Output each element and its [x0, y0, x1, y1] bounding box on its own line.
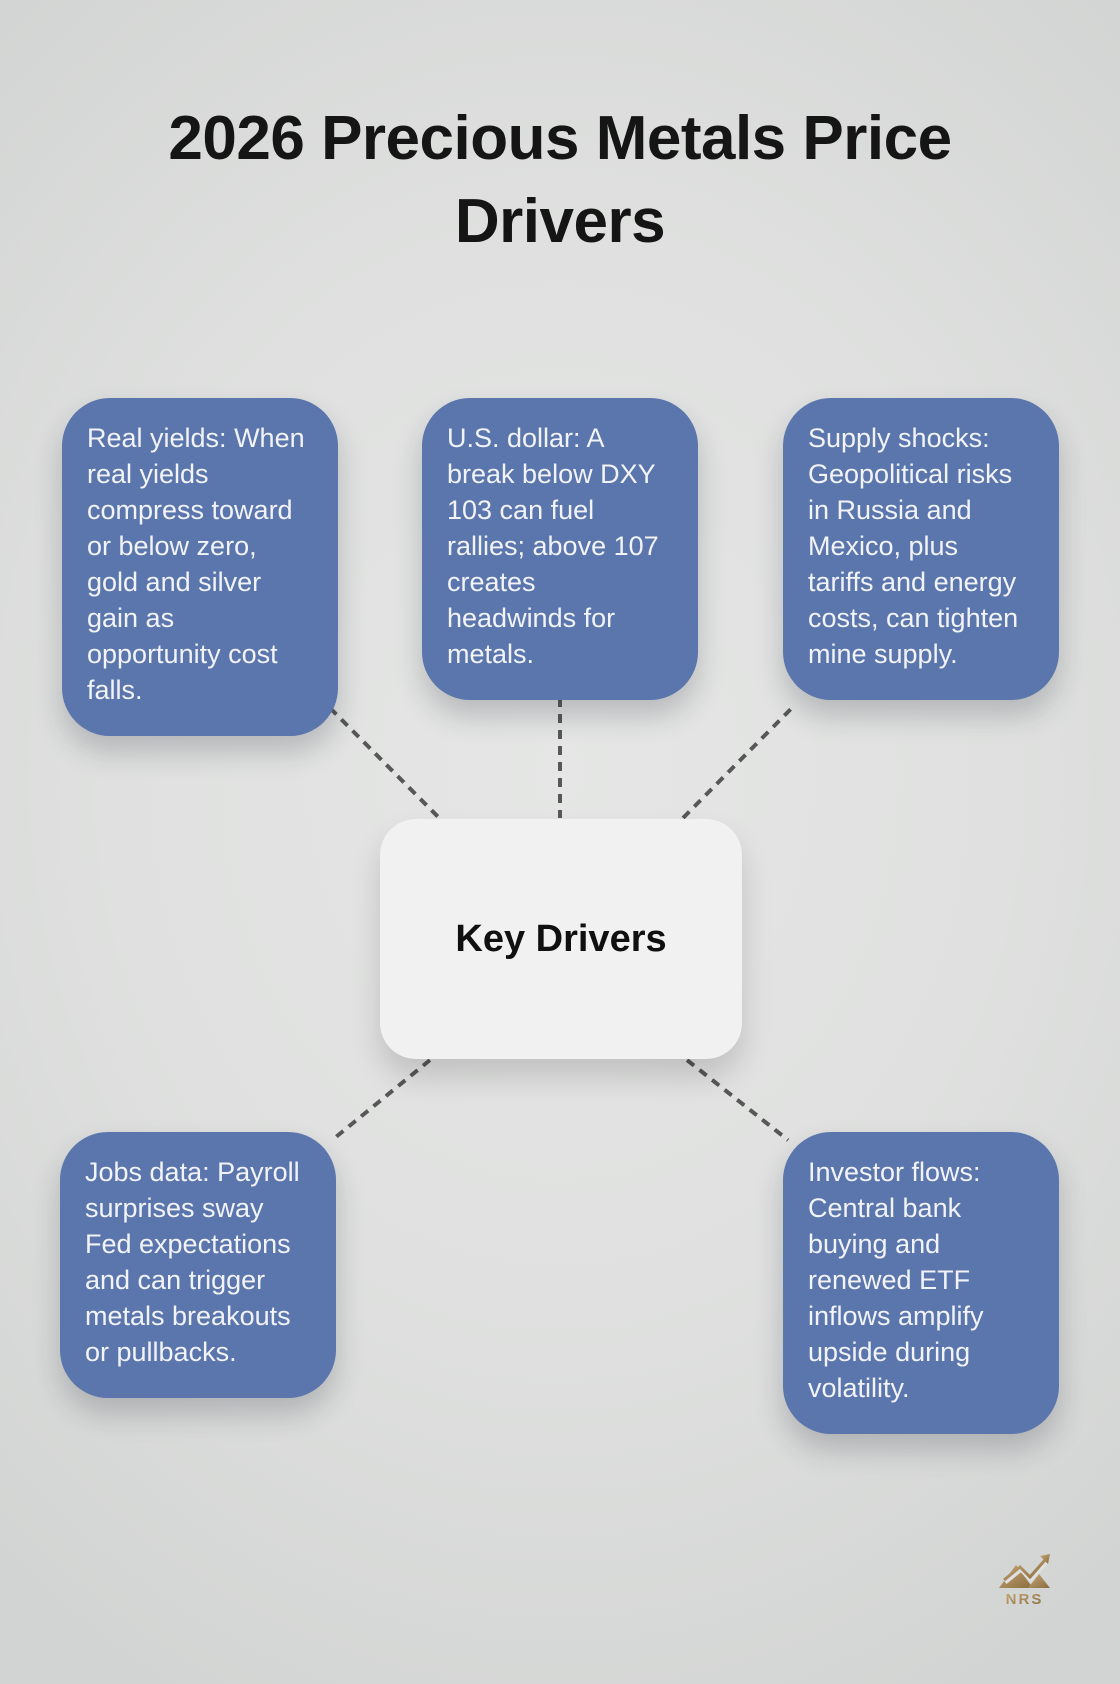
driver-node-text: Jobs data: Payroll surprises sway Fed ex… — [85, 1157, 300, 1367]
page-title-line-1: 2026 Precious Metals Price — [168, 104, 952, 173]
connector-line-real-yields — [328, 706, 440, 818]
logo-text: NRS — [1006, 1591, 1044, 1607]
driver-node-real-yields: Real yields: When real yields compress t… — [62, 398, 338, 736]
driver-node-text: U.S. dollar: A break below DXY 103 can f… — [447, 423, 659, 669]
page-title-line-2: Drivers — [454, 187, 666, 256]
page-title: 2026 Precious Metals Price Drivers — [0, 97, 1120, 263]
driver-node-text: Supply shocks: Geopolitical risks in Rus… — [808, 423, 1019, 669]
driver-node-us-dollar: U.S. dollar: A break below DXY 103 can f… — [422, 398, 698, 700]
connector-line-supply-shocks — [681, 707, 793, 820]
center-node-label: Key Drivers — [455, 917, 667, 960]
driver-node-investor-flows: Investor flows: Central bank buying and … — [783, 1132, 1059, 1434]
connector-line-investor-flows — [685, 1058, 790, 1142]
driver-node-supply-shocks: Supply shocks: Geopolitical risks in Rus… — [783, 398, 1059, 700]
center-node-key-drivers: Key Drivers — [380, 819, 742, 1059]
driver-node-text: Investor flows: Central bank buying and … — [808, 1157, 984, 1403]
connector-line-us-dollar — [558, 698, 562, 818]
driver-node-jobs-data: Jobs data: Payroll surprises sway Fed ex… — [60, 1132, 336, 1398]
mountain-chart-icon: NRS — [999, 1554, 1050, 1607]
connector-line-jobs-data — [335, 1058, 432, 1139]
driver-node-text: Real yields: When real yields compress t… — [87, 423, 305, 705]
nrs-logo: NRS — [996, 1551, 1054, 1607]
